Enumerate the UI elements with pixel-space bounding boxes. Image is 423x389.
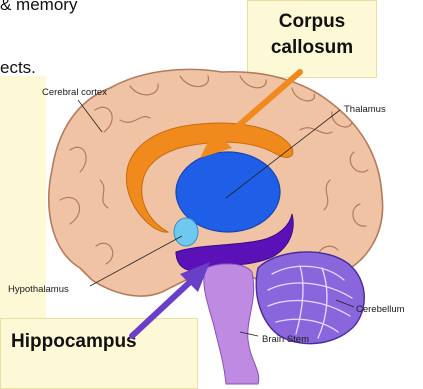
cerebellum-shape <box>256 252 364 344</box>
label-cerebral-cortex: Cerebral cortex <box>42 87 107 98</box>
brain-stem-shape <box>204 264 259 384</box>
label-thalamus: Thalamus <box>344 104 386 115</box>
label-brain-stem: Brain Stem <box>262 334 309 345</box>
label-cerebellum: Cerebellum <box>356 304 405 315</box>
hypothalamus-shape <box>174 218 198 246</box>
label-hypothalamus: Hypothalamus <box>8 284 69 295</box>
